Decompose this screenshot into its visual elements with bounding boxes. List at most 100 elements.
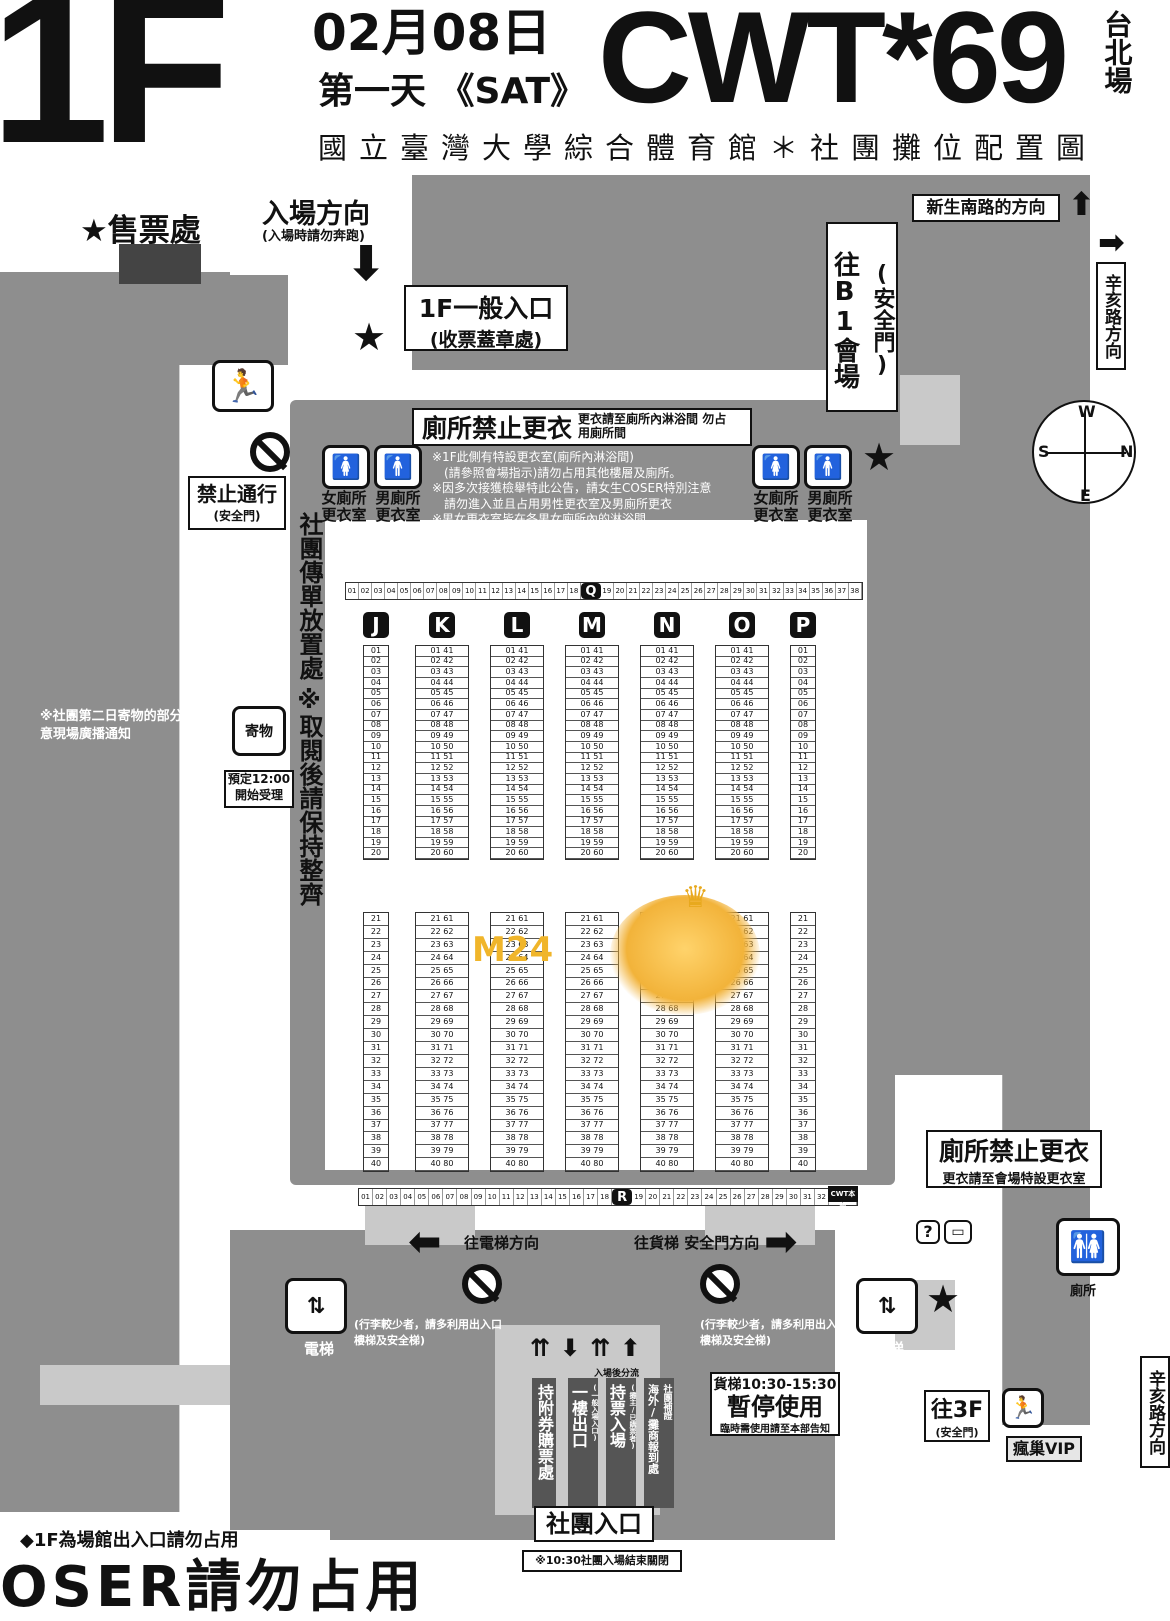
no-entry-icon — [250, 432, 290, 472]
booth-cell: 11 51 — [416, 753, 468, 764]
xinsheng-direction-box: 新生南路的方向 — [912, 194, 1060, 222]
to-b1-label: 往B1會場 — [829, 251, 860, 389]
to-b1-note: (安全門) — [869, 262, 895, 378]
booth-cell: 15 55 — [491, 795, 543, 806]
booth-number: 36 — [823, 583, 836, 599]
booth-cell: 24 — [364, 952, 388, 965]
booth-marker: M24 — [472, 930, 554, 970]
booth-cell: 38 78 — [416, 1132, 468, 1146]
booth-cell: 03 43 — [491, 667, 543, 678]
club-entrance-box: 社團入口 — [534, 1506, 654, 1542]
booth-cell: 07 — [791, 710, 815, 721]
booth-cell: 35 — [364, 1094, 388, 1107]
booth-number: 19 — [601, 583, 614, 599]
booth-cell: 30 — [791, 1029, 815, 1043]
booth-cell: 31 71 — [716, 1042, 768, 1055]
booth-cell: 29 69 — [566, 1016, 618, 1030]
booth-cell: 14 — [791, 785, 815, 796]
booth-number: 34 — [797, 583, 810, 599]
booth-cell: 34 74 — [641, 1081, 693, 1094]
emergency-exit-icon: 🏃 — [212, 360, 274, 412]
booth-cell: 12 52 — [716, 763, 768, 774]
booth-cell: 21 61 — [566, 913, 618, 926]
men-changing-right: 男廁所 更衣室 — [807, 489, 853, 524]
booth-cell: 20 — [364, 848, 388, 860]
booth-cell: 35 75 — [491, 1094, 543, 1107]
booth-number: 03 — [387, 1189, 402, 1205]
booth-cell: 23 — [364, 939, 388, 952]
booth-cell: 20 — [791, 848, 815, 860]
booth-cell: 04 44 — [491, 678, 543, 689]
no-entry-box: 禁止通行 (安全門) — [188, 476, 286, 530]
booth-cell: 12 52 — [566, 763, 618, 774]
booth-cell: 30 70 — [416, 1029, 468, 1043]
booth-cell: 16 56 — [491, 806, 543, 817]
booth-number: 24 — [666, 583, 680, 599]
booth-cell: 22 — [364, 926, 388, 939]
freight-elevator-icon: ⇅ — [856, 1278, 918, 1334]
booth-number: 18 — [568, 583, 581, 599]
booth-cell: 11 — [791, 753, 815, 764]
booth-cell: 10 50 — [716, 742, 768, 753]
booth-cell: 17 57 — [416, 817, 468, 828]
booth-number: 09 — [472, 1189, 486, 1205]
mascot-image — [610, 895, 760, 1015]
booth-cell: 31 71 — [641, 1042, 693, 1055]
storage-time: 預定12:00 開始受理 — [224, 770, 294, 808]
booth-cell: 15 55 — [416, 795, 468, 806]
booth-cell: 40 80 — [641, 1158, 693, 1172]
booth-cell: 13 — [364, 774, 388, 785]
booth-cell: 02 42 — [491, 657, 543, 668]
booth-cell: 15 — [791, 795, 815, 806]
booth-number: 17 — [584, 1189, 599, 1205]
booth-cell: 11 51 — [566, 753, 618, 764]
general-entrance-label: 1F一般入口 — [418, 294, 554, 323]
booth-cell: 06 46 — [566, 699, 618, 710]
info-icon: ? — [916, 1220, 940, 1244]
booth-cell: 39 79 — [716, 1145, 768, 1159]
booth-number: 22 — [640, 583, 654, 599]
booth-cell: 23 63 — [491, 939, 543, 952]
booth-cell: 02 42 — [716, 657, 768, 668]
booth-cell: 02 42 — [416, 657, 468, 668]
booth-cell: 32 72 — [716, 1055, 768, 1068]
booth-cell: 01 41 — [716, 646, 768, 657]
building-west-wing — [0, 272, 230, 1512]
booth-cell: 03 43 — [641, 667, 693, 678]
booth-number: 21 — [660, 1189, 675, 1205]
booth-number: 17 — [555, 583, 568, 599]
booth-cell: 06 — [364, 699, 388, 710]
booth-cell: 03 43 — [416, 667, 468, 678]
booth-cell: 40 80 — [716, 1158, 768, 1172]
gate-arrows: ⇈⬇⇈⬆ — [530, 1334, 651, 1362]
booth-cell: 01 — [364, 646, 388, 657]
no-changing-right-label: 廁所禁止更衣 — [938, 1137, 1089, 1166]
storage-icon: 寄物 — [232, 706, 286, 756]
booth-cell: 12 — [791, 763, 815, 774]
booth-number: 07 — [424, 583, 438, 599]
booth-cell: 08 — [791, 721, 815, 732]
booth-cell: 14 — [364, 785, 388, 796]
booth-cell: 17 57 — [641, 817, 693, 828]
booth-cell: 34 74 — [491, 1081, 543, 1094]
booth-cell: 33 — [791, 1068, 815, 1081]
booth-cell: 16 56 — [416, 806, 468, 817]
booth-cell: 40 — [364, 1158, 388, 1172]
booth-number: 11 — [476, 583, 490, 599]
booth-cell: 37 77 — [416, 1120, 468, 1133]
booth-number: 32 — [815, 1189, 829, 1205]
booth-cell: 20 60 — [641, 848, 693, 860]
booth-cell: 05 45 — [566, 689, 618, 700]
compass-east: E — [1080, 486, 1091, 505]
booth-number: 04 — [385, 583, 399, 599]
no-changing-right-note: 更衣請至會場特設更衣室 — [942, 1172, 1086, 1187]
booth-number: 22 — [674, 1189, 689, 1205]
booth-cell: 28 68 — [566, 1003, 618, 1017]
booth-cell: 21 61 — [491, 913, 543, 926]
elevator-direction: 往電梯方向 — [464, 1234, 540, 1252]
booth-cell: 05 45 — [716, 689, 768, 700]
